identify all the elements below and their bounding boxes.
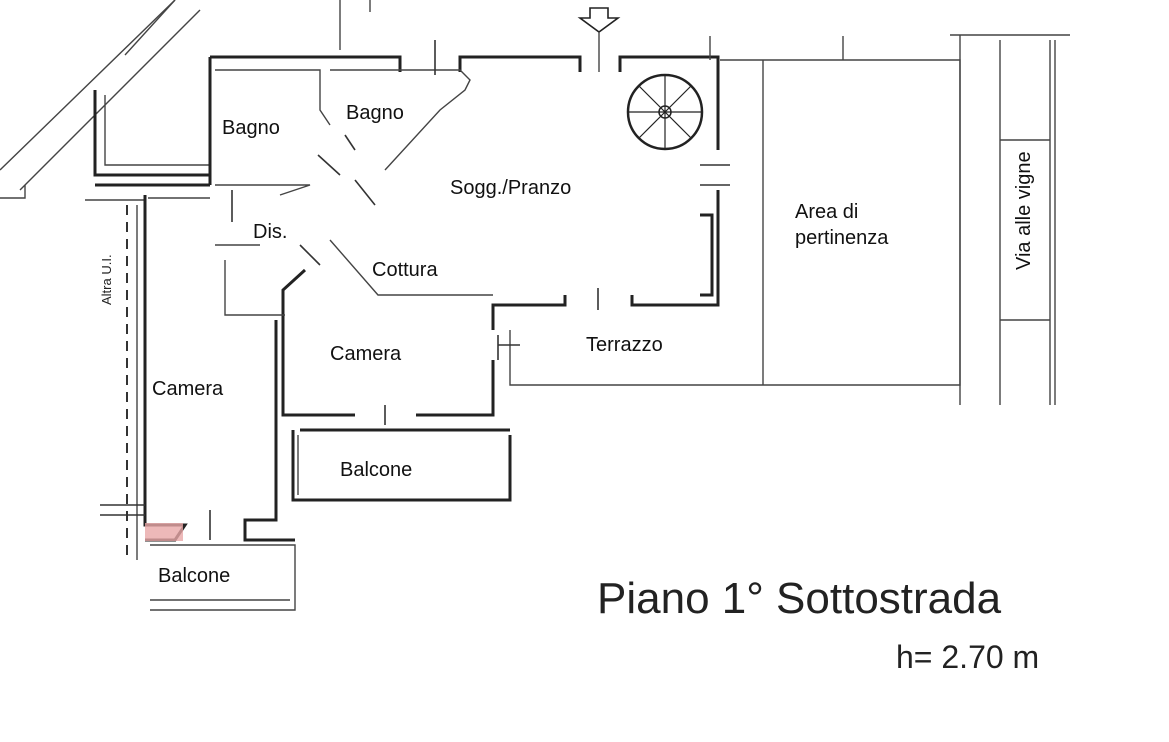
ceiling-height: h= 2.70 m xyxy=(896,639,1039,675)
neighbor-boundary xyxy=(126,205,138,560)
left-camera-walls xyxy=(143,195,295,542)
door-marks xyxy=(100,40,730,540)
room-label-camera: Camera xyxy=(152,378,224,400)
room-label-terrazzo: Terrazzo xyxy=(586,334,663,356)
street-label: Via alle vigne xyxy=(1013,151,1035,270)
top-left-block xyxy=(85,90,210,201)
outer-walls xyxy=(208,55,720,417)
plan-title: Piano 1° Sottostrada xyxy=(597,574,1002,623)
room-label-bagno: Bagno xyxy=(222,117,280,139)
terrace-outlines xyxy=(509,36,961,386)
neighbor-label: Altra U.I. xyxy=(99,254,114,305)
room-label-disimpegno: Dis. xyxy=(253,221,287,243)
entrance-arrow-icon xyxy=(577,7,621,72)
interior-walls xyxy=(215,69,493,316)
context-lines xyxy=(0,0,371,199)
room-label-cottura: Cottura xyxy=(372,259,438,281)
room-label-area-line1: Area di xyxy=(795,201,858,223)
room-label-soggiorno: Sogg./Pranzo xyxy=(450,177,571,199)
balcony-outlines xyxy=(150,428,512,611)
room-label-bagno: Bagno xyxy=(346,102,404,124)
street-strip xyxy=(950,34,1070,405)
spiral-staircase-icon xyxy=(626,73,704,151)
room-label-balcone: Balcone xyxy=(158,565,230,587)
room-label-area-line2: pertinenza xyxy=(795,227,889,249)
room-label-camera: Camera xyxy=(330,343,402,365)
room-label-balcone: Balcone xyxy=(340,459,412,481)
